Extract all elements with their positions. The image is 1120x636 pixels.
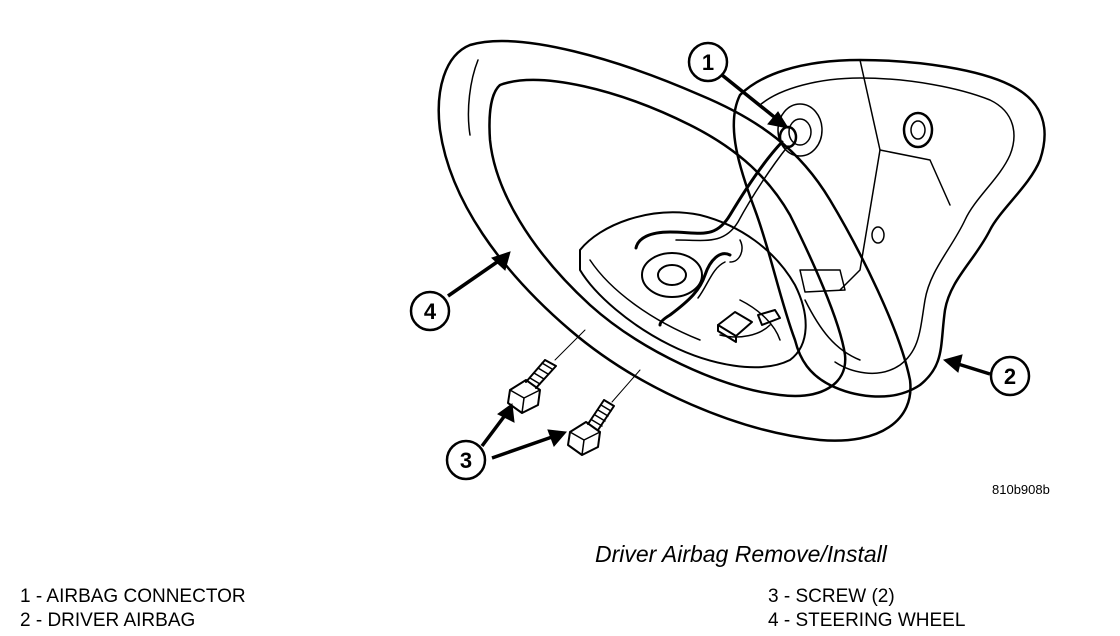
screw-alignment-line-lower bbox=[611, 369, 641, 403]
callout-arrow-4 bbox=[447, 251, 511, 298]
figure-id: 810b908b bbox=[992, 482, 1050, 497]
callout-arrow-1 bbox=[720, 73, 790, 129]
callout-number-2: 2 bbox=[1004, 364, 1016, 389]
callout-arrow-3b bbox=[491, 429, 567, 460]
screw-upper bbox=[507, 359, 557, 414]
callout-arrow-2 bbox=[942, 354, 991, 376]
driver-airbag bbox=[732, 58, 1046, 398]
callout-circle-4 bbox=[409, 290, 451, 332]
legend-item-1: 1 - AIRBAG CONNECTOR bbox=[20, 586, 246, 607]
legend-item-4: 4 - STEERING WHEEL bbox=[768, 610, 966, 631]
callout-number-3: 3 bbox=[460, 448, 472, 473]
steering-wheel bbox=[437, 39, 912, 442]
legend-item-3: 3 - SCREW (2) bbox=[768, 586, 895, 607]
airbag-connector bbox=[634, 125, 798, 327]
callout-circle-3 bbox=[445, 439, 487, 481]
legend-right: 3 - SCREW (2) 4 - STEERING WHEEL bbox=[768, 585, 965, 633]
diagram-title: Driver Airbag Remove/Install bbox=[595, 541, 887, 567]
wheel-hub bbox=[579, 211, 807, 369]
legend-left: 1 - AIRBAG CONNECTOR 2 - DRIVER AIRBAG bbox=[20, 585, 246, 633]
screw-alignment-line-upper bbox=[554, 329, 586, 361]
clockspring-connector bbox=[717, 309, 781, 343]
steering-wheel-airbag-illustration: 1 2 3 4 bbox=[409, 39, 1046, 481]
callout-circle-1 bbox=[687, 41, 729, 83]
callout-arrow-3a bbox=[480, 403, 515, 448]
callout-number-4: 4 bbox=[424, 299, 437, 324]
screw-lower bbox=[567, 399, 615, 456]
legend-item-2: 2 - DRIVER AIRBAG bbox=[20, 610, 196, 631]
callout-circle-2 bbox=[989, 355, 1031, 397]
callout-number-1: 1 bbox=[702, 50, 714, 75]
